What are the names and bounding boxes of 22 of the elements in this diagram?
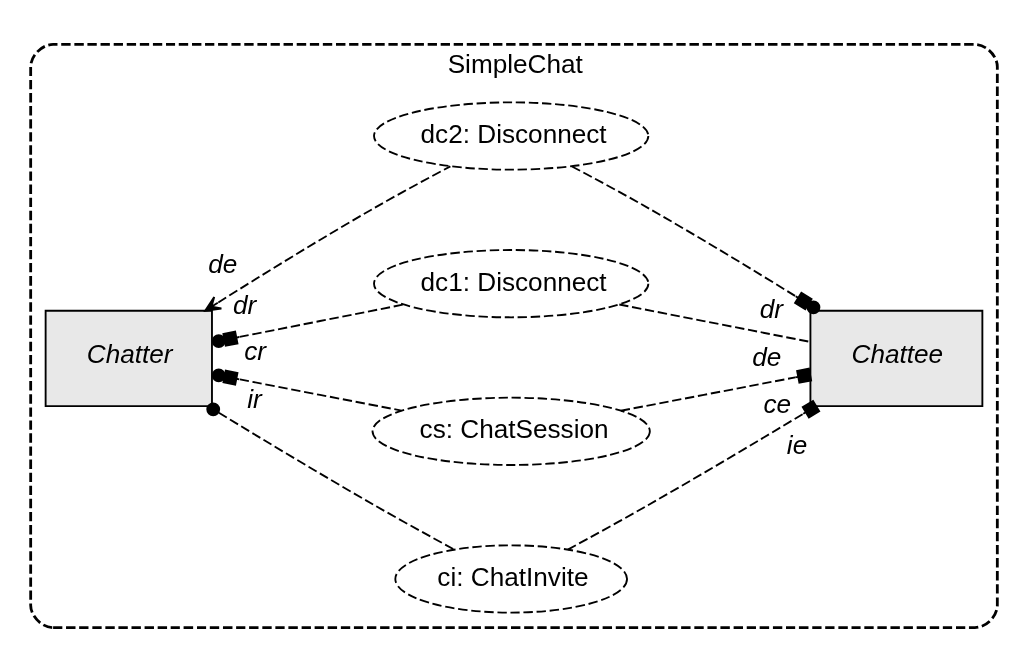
edge-label: dr [759, 294, 784, 325]
edge-label: dr [233, 289, 257, 320]
edge-label: cr [244, 336, 267, 367]
edge-label: ce [763, 389, 792, 420]
connector [618, 303, 811, 343]
node-ellipse: ci: ChatInvite [394, 544, 628, 614]
node-ellipse: cs: ChatSession [371, 396, 651, 466]
edge-label: ie [786, 429, 808, 460]
node-ellipse: dc1: Disconnect [373, 249, 650, 319]
node-box: Chattee [809, 309, 984, 408]
node-box: Chatter [44, 309, 213, 408]
node-ellipse: dc2: Disconnect [373, 101, 650, 171]
edge-label: de [752, 341, 782, 372]
connector [206, 402, 456, 551]
connector [211, 303, 405, 348]
connector [571, 165, 821, 315]
edge-label: de [208, 248, 238, 279]
connector [566, 399, 821, 551]
edge-label: ir [247, 384, 262, 415]
connector [619, 367, 813, 412]
arrow [204, 165, 452, 312]
connector [211, 368, 403, 412]
